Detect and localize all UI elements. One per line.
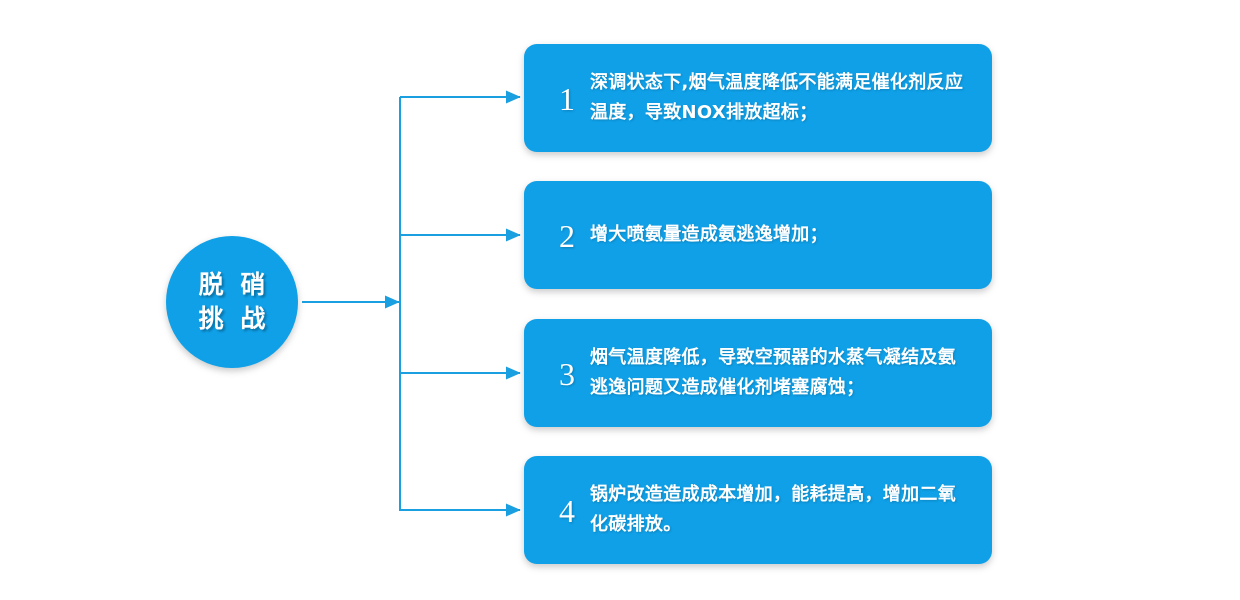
- item-number-3: 3: [559, 356, 575, 392]
- item-text-4: 锅炉改造造成成本增加，能耗提高，增加二氧化碳排放。: [590, 484, 956, 535]
- hub-label-line-2: 挑 战: [198, 304, 270, 333]
- item-number-2: 2: [559, 218, 575, 254]
- item-text-1: 深调状态下,烟气温度降低不能满足催化剂反应温度，导致NOX排放超标；: [590, 72, 964, 123]
- hub-label-line-1: 脱 硝: [198, 270, 270, 299]
- item-box-3[interactable]: 3 烟气温度降低，导致空预器的水蒸气凝结及氨逃逸问题又造成催化剂堵塞腐蚀；: [524, 319, 992, 427]
- item-number-1: 1: [559, 81, 575, 117]
- hub-node[interactable]: 脱 硝 挑 战: [166, 236, 298, 368]
- item-box-4[interactable]: 4 锅炉改造造成成本增加，能耗提高，增加二氧化碳排放。: [524, 456, 992, 564]
- item-box-1[interactable]: 1 深调状态下,烟气温度降低不能满足催化剂反应温度，导致NOX排放超标；: [524, 44, 992, 152]
- item-number-4: 4: [559, 493, 575, 529]
- item-box-2[interactable]: 2 增大喷氨量造成氨逃逸增加；: [524, 181, 992, 289]
- item-text-3: 烟气温度降低，导致空预器的水蒸气凝结及氨逃逸问题又造成催化剂堵塞腐蚀；: [590, 347, 956, 398]
- item-text-2: 增大喷氨量造成氨逃逸增加；: [590, 224, 828, 245]
